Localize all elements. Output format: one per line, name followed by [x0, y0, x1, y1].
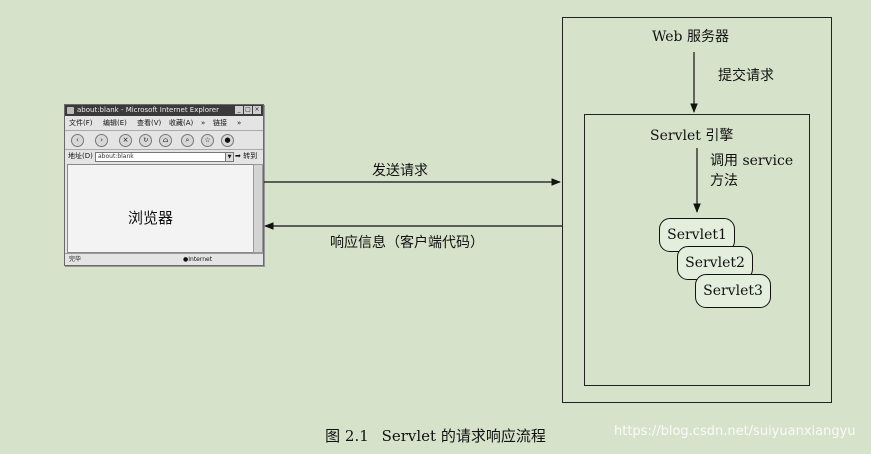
browser-scrollbar[interactable]	[253, 164, 263, 253]
refresh-icon[interactable]: ↻	[139, 134, 152, 147]
address-bar: 地址(D) about:blank ▼ ➡ 转到	[65, 150, 263, 163]
minimize-icon[interactable]: _	[235, 106, 243, 114]
submit-request-label: 提交请求	[718, 68, 774, 84]
call-service-label: 调用 service	[710, 153, 794, 169]
go-label: 转到	[243, 152, 258, 160]
status-zone: ● Internet	[183, 256, 213, 263]
menu-favorites[interactable]: 收藏(A)	[169, 119, 194, 127]
status-zone-label: Internet	[188, 256, 213, 263]
status-done: 完毕	[69, 256, 82, 263]
watermark: https://blog.csdn.net/suiyuanxiangyu	[614, 424, 856, 439]
call-method-label: 方法	[710, 173, 738, 189]
browser-toolbar: ‹ › × ↻ ⌂ ⌕ ☆ ●	[65, 130, 263, 150]
web-server-box	[562, 17, 832, 403]
media-icon[interactable]: ●	[221, 134, 234, 147]
menu-links-more[interactable]: »	[237, 119, 242, 127]
browser-menubar: 文件(F) 编辑(E) 查看(V) 收藏(A) » 链接 »	[65, 117, 263, 129]
servlet-3: Servlet3	[695, 274, 771, 308]
menu-edit[interactable]: 编辑(E)	[103, 119, 127, 127]
servlet-engine-box	[584, 114, 810, 386]
home-icon[interactable]: ⌂	[159, 134, 172, 147]
go-button[interactable]: ➡ 转到	[235, 150, 257, 163]
browser-label: 浏览器	[128, 209, 174, 227]
stop-icon[interactable]: ×	[119, 134, 132, 147]
menu-file[interactable]: 文件(F)	[69, 119, 93, 127]
browser-window: about:blank - Microsoft Internet Explore…	[64, 104, 264, 266]
ie-icon	[67, 107, 74, 114]
address-label: 地址(D)	[68, 152, 93, 160]
search-icon[interactable]: ⌕	[181, 134, 194, 147]
figure-caption: 图 2.1 Servlet 的请求响应流程	[0, 425, 871, 446]
caption-text: Servlet 的请求响应流程	[381, 427, 546, 445]
menu-view[interactable]: 查看(V)	[137, 119, 162, 127]
browser-statusbar: 完毕 ● Internet	[65, 253, 263, 265]
response-label: 响应信息（客户端代码）	[330, 235, 484, 251]
menu-more[interactable]: »	[201, 119, 206, 127]
browser-title: about:blank - Microsoft Internet Explore…	[77, 106, 219, 114]
menu-links[interactable]: 链接	[213, 119, 227, 127]
browser-titlebar: about:blank - Microsoft Internet Explore…	[65, 105, 263, 116]
forward-icon[interactable]: ›	[95, 134, 108, 147]
maximize-icon[interactable]: □	[244, 106, 252, 114]
go-arrow-icon: ➡	[235, 152, 241, 160]
send-request-label: 发送请求	[372, 163, 428, 179]
back-icon[interactable]: ‹	[71, 134, 84, 147]
close-icon[interactable]: ×	[253, 106, 261, 114]
favorites-icon[interactable]: ☆	[201, 134, 214, 147]
caption-number: 图 2.1	[325, 427, 369, 445]
browser-content: 浏览器	[67, 164, 254, 253]
servlet-engine-title: Servlet 引擎	[650, 128, 734, 144]
chevron-down-icon[interactable]: ▼	[225, 152, 234, 162]
web-server-title: Web 服务器	[652, 29, 729, 45]
